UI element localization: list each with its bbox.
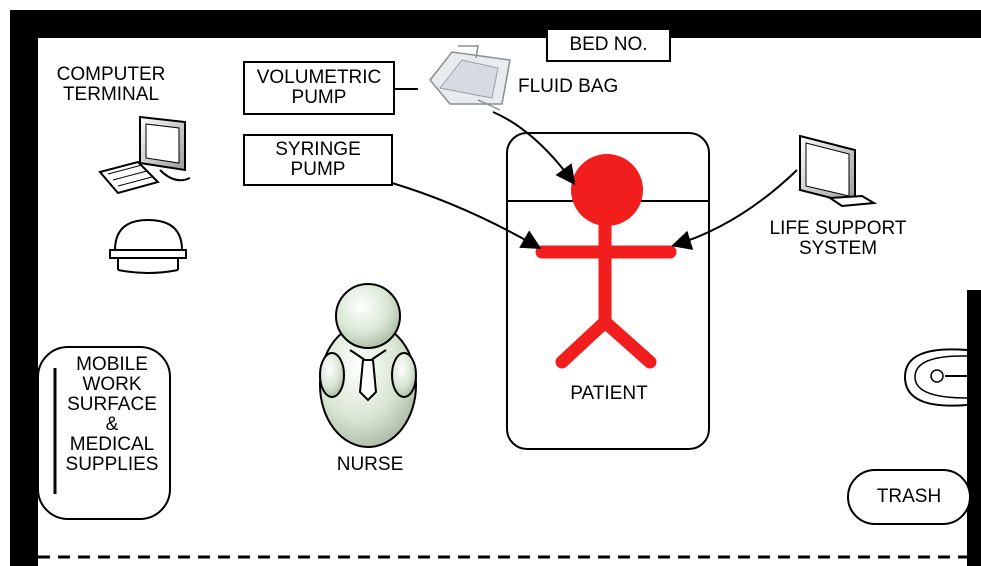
stool-icon: [109, 218, 187, 274]
fluid-bag-icon: [429, 45, 511, 111]
trash-bin: [847, 469, 971, 525]
life-support-arrow: [671, 169, 798, 250]
sink-icon: [903, 348, 968, 407]
right-wall: [967, 290, 981, 566]
bed-number-label: BED NO.: [569, 34, 648, 55]
mobile-work-surface-label: MOBILE WORK SURFACE & MEDICAL SUPPLIES: [65, 354, 159, 475]
volumetric-pump-box: VOLUMETRIC PUMP: [243, 61, 395, 115]
nurse-label: NURSE: [336, 454, 404, 475]
patient-label: PATIENT: [570, 383, 648, 404]
computer-terminal-icon: [98, 115, 191, 195]
syringe-pump-arrow: [391, 182, 542, 249]
trash-label: TRASH: [876, 486, 942, 507]
monitor-icon: [799, 134, 878, 208]
top-wall: [10, 10, 981, 38]
left-wall: [10, 10, 38, 566]
computer-terminal-label: COMPUTER TERMINAL: [56, 64, 166, 105]
life-support-label: LIFE SUPPORT SYSTEM: [769, 218, 907, 259]
volumetric-pump-label: VOLUMETRIC PUMP: [256, 67, 382, 108]
fluid-bag-label: FLUID BAG: [518, 76, 619, 97]
syringe-pump-box: SYRINGE PUMP: [243, 134, 393, 186]
mobile-work-surface: [37, 346, 171, 520]
bed-number-box: BED NO.: [546, 30, 671, 62]
fluid-bag-arrow: [492, 111, 576, 186]
nurse-icon: [319, 283, 417, 448]
syringe-pump-label: SYRINGE PUMP: [275, 139, 361, 180]
patient-figure: [535, 154, 677, 369]
